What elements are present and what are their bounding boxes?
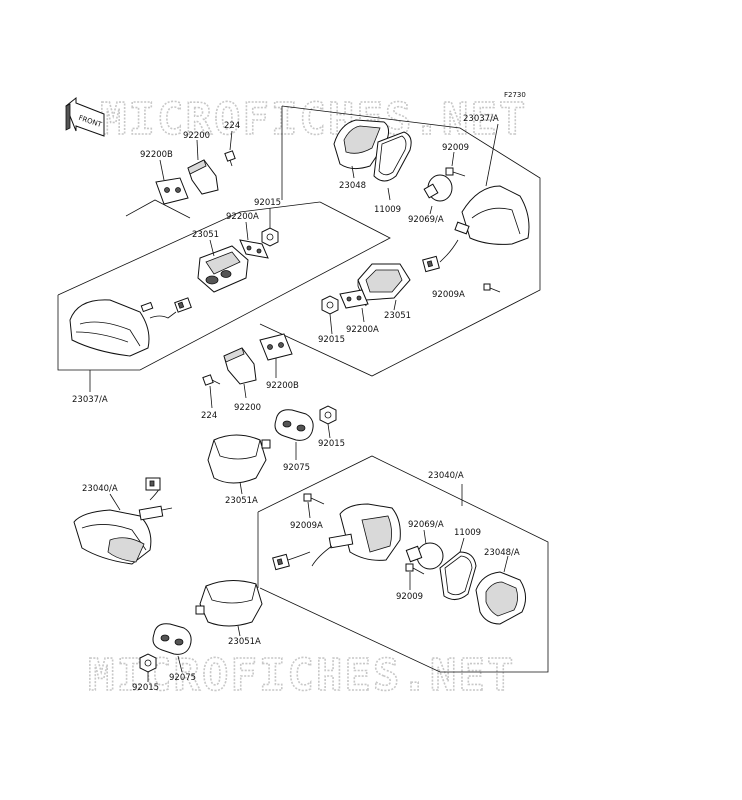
part-23048a-lens-low (475, 571, 526, 625)
label-23051-top: 23051 (192, 230, 219, 240)
part-92009-screw-top (445, 167, 466, 177)
label-92009-top: 92009 (442, 143, 469, 153)
watermark-bottom: MICROFICHES.NET (88, 650, 515, 701)
label-23051-mid: 23051 (384, 311, 411, 321)
part-92200a-top (239, 239, 269, 259)
label-92009a-low: 92009A (290, 521, 323, 531)
part-23040a-front-left-lamp (73, 477, 173, 565)
part-23037a-rear-right-lamp (422, 185, 530, 273)
part-92200b-top (155, 177, 189, 205)
part-23051a-mid (207, 434, 271, 484)
outline-rear-left (57, 201, 391, 371)
watermark-top: MICROFICHES.NET (100, 94, 527, 145)
label-92200b-top: 92200B (140, 150, 173, 160)
part-23051-mid (357, 263, 411, 307)
part-92009-screw-low (405, 563, 425, 575)
label-23048a-low: 23048/A (484, 548, 520, 558)
front-arrow-icon: FRONT (65, 96, 105, 137)
label-23051a-mid: 23051A (225, 496, 258, 506)
part-92015-bottom (139, 653, 157, 673)
label-224-top: 224 (224, 121, 240, 131)
label-92015-bottom: 92015 (132, 683, 159, 693)
label-23037a-right: 23037/A (463, 114, 499, 124)
outline-rear-right (259, 105, 541, 377)
label-92075-mid: 92075 (283, 463, 310, 473)
part-92015-mid (321, 295, 339, 315)
label-92069a-top: 92069/A (408, 215, 444, 225)
part-11009-gasket-low (439, 551, 477, 600)
label-11009-top: 11009 (374, 205, 401, 215)
label-92015-top: 92015 (254, 198, 281, 208)
part-23037a-rear-left-lamp (69, 297, 192, 357)
label-11009-low: 11009 (454, 528, 481, 538)
label-92200-top: 92200 (183, 131, 210, 141)
label-92015-low: 92015 (318, 439, 345, 449)
label-23048-top: 23048 (339, 181, 366, 191)
part-92075-bottom (152, 623, 192, 655)
figure-code: F2730 (504, 91, 526, 99)
label-23040a-right: 23040/A (428, 471, 464, 481)
part-92069a-bulb (423, 174, 453, 202)
label-92200-mid: 92200 (234, 403, 261, 413)
label-23037a-left: 23037/A (72, 395, 108, 405)
label-92009a-top: 92009A (432, 290, 465, 300)
part-92069a-bulb-low (405, 542, 444, 570)
part-92200-mid (223, 347, 257, 385)
label-23051a-low: 23051A (228, 637, 261, 647)
part-23051-top (197, 245, 249, 293)
label-92075-bottom: 92075 (169, 673, 196, 683)
part-92200a-mid (339, 289, 369, 309)
part-224-mid (202, 374, 221, 386)
label-92200a-mid: 92200A (346, 325, 379, 335)
part-92075-mid (274, 409, 314, 441)
label-224-mid: 224 (201, 411, 217, 421)
label-92200b-mid: 92200B (266, 381, 299, 391)
part-92009a-screw-top (483, 283, 501, 293)
part-23048-lens (333, 119, 390, 170)
outline-front-right (257, 455, 549, 673)
label-92200a-top: 92200A (226, 212, 259, 222)
part-23040a-front-right-lamp (272, 503, 401, 571)
part-92015-low (319, 405, 337, 425)
part-92200-top (187, 159, 219, 195)
part-92009a-screw-low (303, 493, 325, 505)
part-92015-top (261, 227, 279, 247)
part-11009-gasket (373, 131, 412, 182)
part-224-top (224, 150, 236, 167)
part-92200b-mid (259, 333, 293, 361)
label-92015-mid: 92015 (318, 335, 345, 345)
part-23051a-low (195, 580, 263, 627)
label-92009-low: 92009 (396, 592, 423, 602)
label-23040a-left: 23040/A (82, 484, 118, 494)
label-92069a-low: 92069/A (408, 520, 444, 530)
